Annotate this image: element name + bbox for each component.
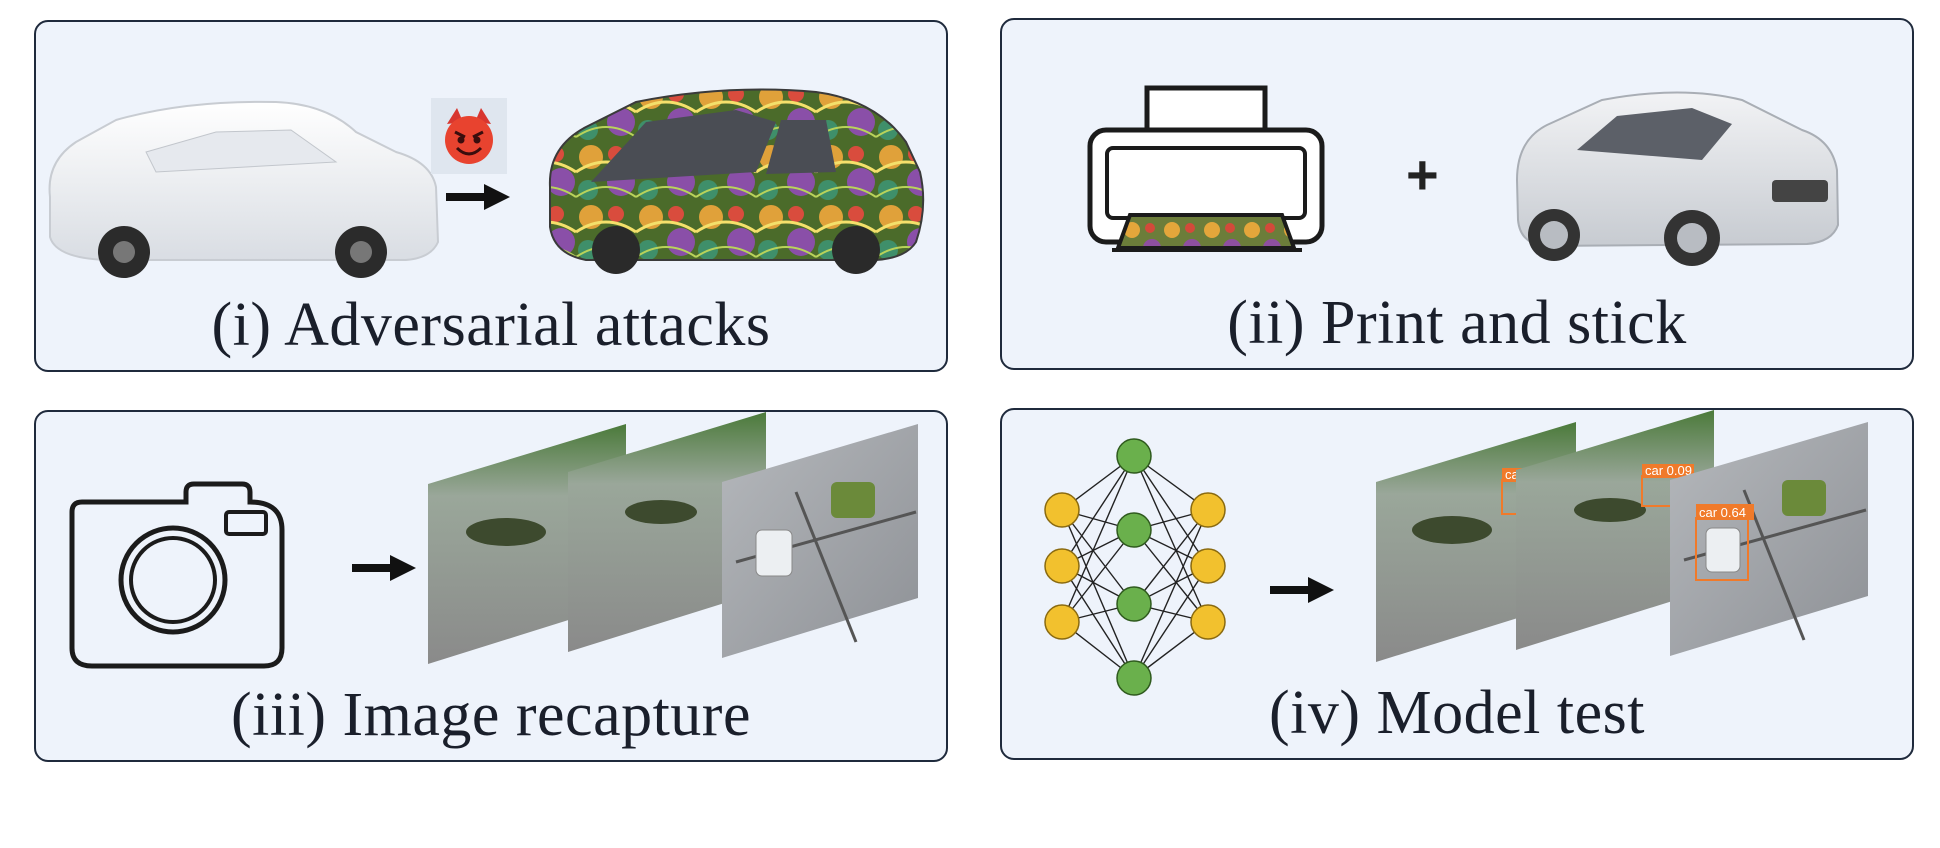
detection-label: car 0.64 xyxy=(1699,505,1746,520)
camera-icon xyxy=(69,481,285,669)
neural-network-icon xyxy=(1044,438,1226,696)
adversarial-art xyxy=(48,88,925,278)
model-art: car car 0.09 car 0.64 xyxy=(1044,410,1868,696)
panel-caption: (i) Adversarial attacks xyxy=(211,291,771,359)
printer-icon xyxy=(1087,85,1325,252)
print-art xyxy=(1087,85,1840,266)
plus-sign: + xyxy=(1406,143,1439,206)
detection-label: car 0.09 xyxy=(1645,463,1692,478)
right-arrow-icon xyxy=(1270,577,1334,603)
toy-car-icon xyxy=(1515,91,1840,266)
right-arrow-icon xyxy=(446,184,510,210)
adversarial-car-icon xyxy=(548,88,925,274)
panel-model-test: car car 0.09 car 0.64 (iv) Model test xyxy=(1000,408,1914,760)
recaptured-images-stack xyxy=(428,412,918,664)
recapture-art xyxy=(69,412,918,669)
panel-caption: (ii) Print and stick xyxy=(1227,289,1687,357)
panel-caption: (iii) Image recapture xyxy=(231,681,751,749)
panel-adversarial-attacks: (i) Adversarial attacks xyxy=(34,20,948,372)
panel-image-recapture: (iii) Image recapture xyxy=(34,410,948,762)
white-car-icon xyxy=(48,100,440,278)
panel-print-and-stick: + (ii) Print and stick xyxy=(1000,18,1914,370)
right-arrow-icon xyxy=(352,555,416,581)
detection-results-stack: car car 0.09 car 0.64 xyxy=(1376,410,1868,662)
panel-caption: (iv) Model test xyxy=(1269,679,1645,747)
devil-emoji-icon xyxy=(431,98,507,174)
